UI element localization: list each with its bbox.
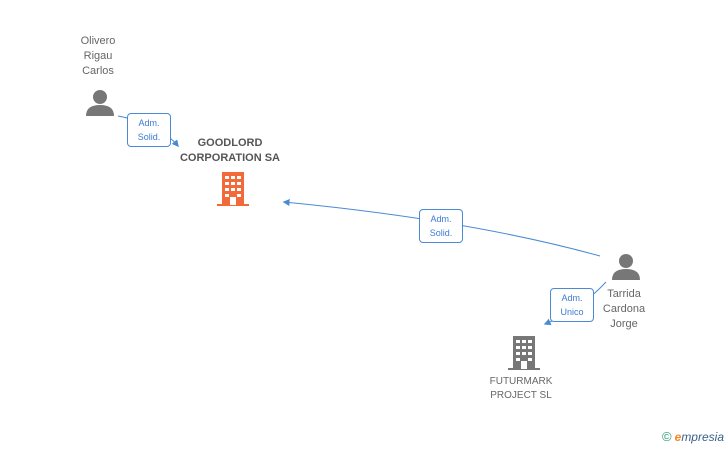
- building-icon[interactable]: [508, 336, 540, 370]
- person-icon[interactable]: [612, 254, 640, 280]
- person-name-tarrida-cardona-jorge[interactable]: Tarrida Cardona Jorge: [602, 288, 646, 330]
- person-icon[interactable]: [86, 90, 114, 116]
- empresia-watermark[interactable]: ©empresia: [662, 429, 724, 444]
- relation-badge-adm-solid[interactable]: Adm. Solid.: [419, 209, 463, 243]
- copyright-symbol: ©: [662, 429, 672, 444]
- brand-initial: e: [674, 430, 682, 444]
- building-icon[interactable]: [217, 172, 249, 206]
- relation-badge-adm-solid[interactable]: Adm. Solid.: [127, 113, 171, 147]
- person-name-olivero-rigau-carlos[interactable]: Olivero Rigau Carlos: [80, 35, 116, 77]
- relation-badge-adm-unico[interactable]: Adm. Unico: [550, 288, 594, 322]
- company-name-futurmark-project[interactable]: FUTURMARK PROJECT SL: [489, 376, 553, 401]
- company-name-goodlord-corporation[interactable]: GOODLORD CORPORATION SA: [179, 137, 281, 164]
- brand-name: mpresia: [681, 430, 724, 444]
